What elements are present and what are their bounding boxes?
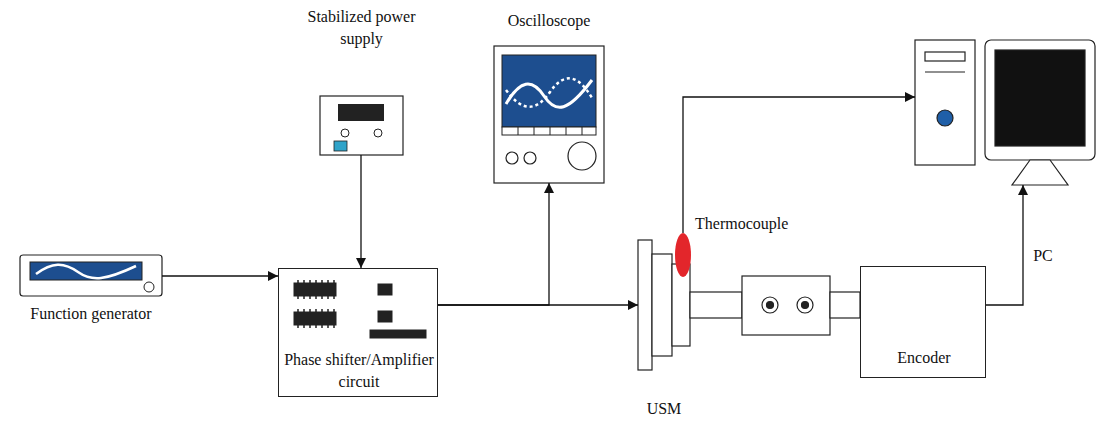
chip-pin <box>297 280 299 283</box>
power-supply-icon <box>320 96 403 155</box>
circuit-box: Phase shifter/Amplifier circuit <box>278 268 438 397</box>
node-label: Encoder <box>861 347 987 369</box>
chip-pin <box>303 325 305 328</box>
signal-connector <box>438 304 638 305</box>
signal-connector <box>986 185 1023 305</box>
encoder-box: Encoder <box>860 266 986 378</box>
node-label: Oscilloscope <box>474 10 624 32</box>
chip-pin <box>327 296 329 299</box>
oscilloscope: Oscilloscope <box>494 46 604 183</box>
circuit-chips <box>294 283 426 338</box>
node-label: Phase shifter/Amplifier circuit <box>267 349 451 393</box>
pc-icon <box>915 40 1095 185</box>
chip-pin <box>315 296 317 299</box>
node-label: PC <box>1023 245 1063 267</box>
power-supply: Stabilized power supply <box>320 96 403 155</box>
thermocouple-sensor <box>675 233 691 277</box>
pc: PC <box>915 40 1095 185</box>
function-generator: Function generator <box>20 255 162 296</box>
chip-pin <box>333 280 335 283</box>
node-label: USM <box>624 398 704 420</box>
chip-pin <box>321 296 323 299</box>
chip-pin <box>303 296 305 299</box>
chip-pin <box>315 325 317 328</box>
chip-pin <box>303 309 305 312</box>
chip-pin <box>321 325 323 328</box>
node-label: Stabilized power supply <box>298 6 425 50</box>
chip-pin <box>303 280 305 283</box>
chip-pin <box>321 309 323 312</box>
chip-pin <box>327 325 329 328</box>
oscilloscope-icon <box>494 46 604 183</box>
chip-pin <box>333 325 335 328</box>
chip-pin <box>297 325 299 328</box>
chip-pin <box>309 309 311 312</box>
signal-connector <box>162 275 278 276</box>
chip-pin <box>309 325 311 328</box>
chip-pin <box>297 296 299 299</box>
function-generator-icon <box>20 255 162 296</box>
signal-connector <box>683 97 915 233</box>
node-label: Function generator <box>4 303 178 325</box>
chip-pins <box>298 280 334 328</box>
chip-pin <box>315 280 317 283</box>
signal-connector <box>360 155 361 268</box>
chip-pin <box>321 280 323 283</box>
node-label: Thermocouple <box>695 213 835 235</box>
chip-pin <box>327 280 329 283</box>
chip-pin <box>315 309 317 312</box>
signal-connector <box>438 183 549 305</box>
thermocouple: Thermocouple <box>675 233 691 278</box>
chip-pin <box>333 296 335 299</box>
chip-pin <box>309 280 311 283</box>
chip-pin <box>297 309 299 312</box>
chip-pin <box>327 309 329 312</box>
chip-pin <box>333 309 335 312</box>
usm: USM <box>638 240 690 370</box>
usm-icon <box>638 240 860 370</box>
chip-pin <box>309 296 311 299</box>
